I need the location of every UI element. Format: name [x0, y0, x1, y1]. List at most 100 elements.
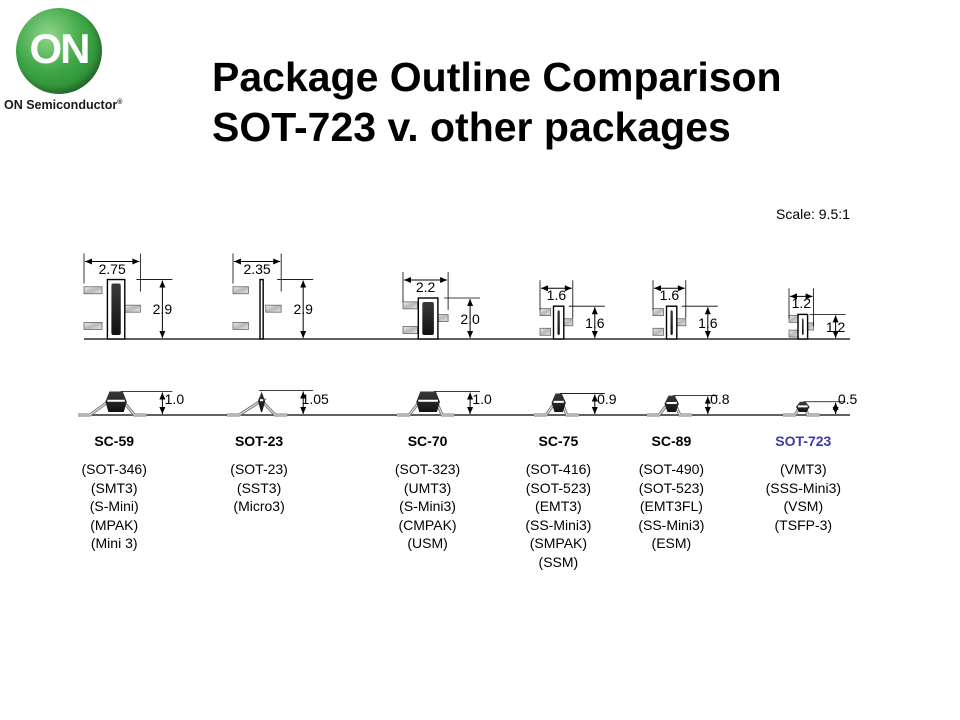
pkg-4-alt-name: (EMT3FL) — [639, 498, 703, 514]
pkg-0-thickness-dim-arrow-bottom — [159, 407, 166, 414]
pkg-0-pad-left-top — [83, 286, 103, 295]
pkg-1-alt-name: (SOT-23) — [230, 461, 288, 477]
pkg-0-alt-name: (SMT3) — [90, 479, 138, 496]
pkg-2-body-mold — [422, 302, 434, 335]
pkg-4-alt-name: (SS-Mini3) — [638, 516, 705, 533]
pkg-1-pad-right — [265, 304, 282, 313]
pkg-3-thickness-value: 0.9 — [597, 391, 617, 407]
pkg-1-width-dim-arrow-left — [234, 258, 241, 265]
pkg-4-height-dim-arrow-bottom — [704, 331, 711, 338]
pkg-4-pad-left-bottom — [652, 327, 664, 336]
pkg-1-pad-left-bottom — [232, 322, 249, 330]
title-line-1: Package Outline Comparison — [212, 54, 782, 100]
pkg-4-body-mold — [670, 310, 673, 335]
pkg-4-alternate-names: (SOT-490) (SOT-523) (EMT3FL) (SS-Mini3) (ESM… — [601, 460, 741, 553]
pkg-1-thickness-dim-arrow-bottom — [300, 407, 307, 414]
pkg-3-width-value: 1.6 — [546, 287, 567, 304]
pkg-1-thickness-dim-arrow-top — [300, 391, 307, 399]
pkg-1-body-outline — [259, 278, 264, 340]
pkg-3-body-mold — [557, 310, 560, 335]
pkg-4-name: SC-89 — [651, 433, 692, 449]
pkg-2-side-body — [416, 391, 440, 412]
pkg-1-side-body — [258, 390, 266, 412]
pkg-1-width-dim-arrow-right — [273, 258, 281, 265]
pkg-2-thickness-dim-arrow-bottom — [467, 407, 474, 414]
pkg-5-alternate-names: (VMT3)(SSS-Mini3)(VSM)(TSFP-3) — [733, 460, 873, 534]
pkg-0-height-dim-arrow-bottom — [159, 331, 166, 338]
pkg-5-height-dim-arrow-top — [832, 315, 839, 323]
pkg-0-width-dim-arrow-right — [132, 258, 140, 265]
pkg-0-side-body — [105, 391, 127, 412]
pkg-3-alt-name: (SSM) — [538, 553, 579, 570]
pkg-3-alt-name: (SOT-523) — [525, 479, 592, 496]
pkg-3-height-value: 1.6 — [585, 314, 605, 331]
pkg-3-thickness-dim-arrow-top — [591, 394, 598, 402]
pkg-2-thickness-value: 1.0 — [472, 391, 492, 407]
pkg-4-alt-name: (SOT-490) — [638, 461, 705, 477]
pkg-2-alt-name: (S-Mini3) — [399, 498, 456, 514]
pkg-1-thickness-value: 1.05 — [301, 391, 329, 407]
pkg-4-alt-name: (ESM) — [651, 535, 692, 551]
pkg-4-alt-name: (SOT-523) — [638, 479, 705, 496]
pkg-5-alt-name: (VMT3) — [779, 461, 827, 477]
pkg-0-width-dim-arrow-left — [85, 258, 92, 265]
pkg-4-width-dim-arrow-left — [654, 285, 661, 292]
pkg-4-width-dim-arrow-right — [677, 285, 685, 292]
pkg-1-alt-name: (SST3) — [236, 479, 282, 496]
pkg-0-width-value: 2.75 — [98, 260, 126, 277]
pkg-0-thickness-value: 1.0 — [164, 391, 185, 407]
pkg-2-alt-name: (SOT-323) — [394, 461, 461, 477]
pkg-0-alternate-names: (SOT-346)(SMT3)(S-Mini)(MPAK)(Mini 3) — [44, 460, 184, 553]
pkg-5-name: SOT-723 — [775, 433, 832, 449]
pkg-2-width-dim-arrow-right — [440, 277, 448, 283]
pkg-3-width-dim-arrow-left — [541, 285, 548, 292]
pkg-0-body-mold — [111, 283, 121, 335]
pkg-3-height-dim-arrow-bottom — [591, 331, 598, 338]
pkg-3-alt-name: (SMPAK) — [529, 535, 588, 551]
pkg-5-thickness-value: 0.5 — [837, 391, 858, 407]
pkg-4-pad-left-top — [652, 308, 664, 317]
pkg-0-alt-name: (S-Mini) — [89, 498, 139, 514]
pkg-1-height-dim-arrow-bottom — [300, 331, 307, 338]
pkg-5-width-value: 1.2 — [791, 295, 812, 312]
pkg-3-alt-name: (SS-Mini3) — [525, 516, 592, 533]
pkg-5-thickness-dim-arrow-bottom — [832, 407, 839, 414]
pkg-3-alt-name: (SOT-416) — [525, 461, 592, 477]
pkg-0-alt-name: (MPAK) — [90, 516, 139, 533]
pkg-4-height-value: 1.6 — [698, 314, 718, 331]
pkg-2-height-value: 2.0 — [460, 310, 480, 327]
pkg-1-height-value: 2.9 — [293, 301, 313, 318]
pkg-3-name: SC-75 — [538, 433, 579, 449]
pkg-1-height-dim-arrow-top — [300, 280, 307, 288]
pkg-3-height-dim-arrow-top — [591, 307, 598, 315]
logo-letters: ON — [29, 25, 91, 72]
pkg-2-height-dim-arrow-top — [467, 299, 474, 306]
pkg-4-thickness-dim-arrow-top — [704, 396, 711, 404]
pkg-1-alternate-names: (SOT-23) (SST3) (Micro3) — [189, 460, 329, 516]
pkg-5-width-dim-arrow-right — [805, 293, 813, 300]
pkg-5-alt-name: (VSM) — [783, 498, 824, 514]
pkg-4-thickness-value: 0.8 — [710, 391, 730, 407]
pkg-0-thickness-dim-arrow-top — [159, 392, 166, 400]
pkg-2-name: SC-70 — [407, 433, 448, 449]
pkg-3-pad-left-bottom — [539, 327, 551, 336]
pkg-5-body-mold — [802, 318, 804, 335]
pkg-2-pad-left-top — [402, 301, 418, 310]
pkg-5-height-dim-arrow-bottom — [832, 331, 839, 338]
pkg-2-alt-name: (USM) — [407, 535, 448, 551]
title-line-2: SOT-723 v. other packages — [212, 104, 731, 150]
pkg-0-alt-name: (SOT-346) — [81, 461, 147, 477]
pkg-5-alt-name: (TSFP-3) — [774, 516, 833, 533]
company-name: ON Semiconductor® — [4, 98, 123, 112]
pkg-1-name: SOT-23 — [234, 433, 284, 449]
pkg-2-alt-name: (CMPAK) — [398, 516, 457, 533]
pkg-1-alt-name: (Micro3) — [233, 498, 285, 514]
pkg-3-alternate-names: (SOT-416)(SOT-523)(EMT3)(SS-Mini3)(SMPAK… — [488, 460, 628, 571]
pkg-4-height-dim-arrow-top — [704, 307, 711, 315]
pkg-4-width-value: 1.6 — [659, 287, 680, 304]
pkg-5-width-dim-arrow-left — [790, 293, 797, 300]
pkg-1-pad-left-top — [232, 286, 249, 295]
pkg-2-alt-name: (UMT3) — [403, 479, 452, 496]
page-title: Package Outline Comparison SOT-723 v. ot… — [212, 52, 782, 152]
